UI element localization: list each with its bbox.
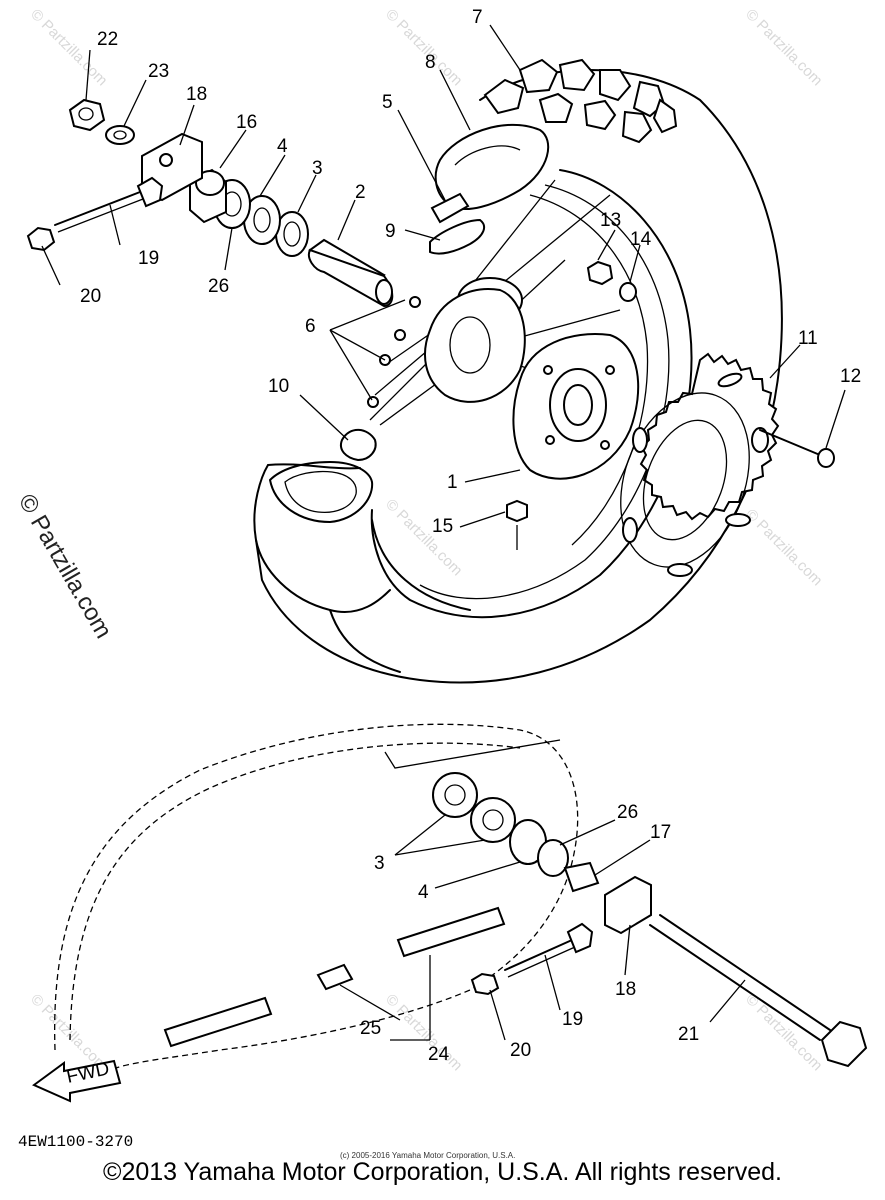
axle-collar xyxy=(308,238,394,308)
callout-5: 5 xyxy=(382,92,393,113)
rim-band xyxy=(340,428,377,462)
callout-3-top: 3 xyxy=(312,158,323,179)
callout-12: 12 xyxy=(840,366,861,387)
watermark-4: © Partzilla.com xyxy=(382,496,465,579)
callout-19-top: 19 xyxy=(138,248,159,269)
fwd-arrow: FWD xyxy=(32,1058,122,1103)
rim-band-and-valve xyxy=(429,192,486,255)
fine-print: (c) 2005-2016 Yamaha Motor Corporation, … xyxy=(340,1151,515,1160)
callout-9: 9 xyxy=(385,221,396,242)
adjuster-bolt-bottom xyxy=(470,922,594,996)
sprocket-nut xyxy=(506,499,528,550)
callout-24: 24 xyxy=(428,1044,450,1065)
watermark-8: © Partzilla.com xyxy=(742,991,825,1074)
adjuster-bolt-top xyxy=(26,176,164,252)
hub-nut-and-washer xyxy=(586,260,637,302)
callout-18-top: 18 xyxy=(186,84,207,105)
copyright-notice: ©2013 Yamaha Motor Corporation, U.S.A. A… xyxy=(103,1158,782,1186)
callout-20-bottom: 20 xyxy=(510,1040,531,1061)
callout-19-bottom: 19 xyxy=(562,1009,583,1030)
rear-sprocket xyxy=(620,352,780,577)
callout-14: 14 xyxy=(630,229,652,250)
callout-17: 17 xyxy=(650,822,671,843)
sprocket-bolt xyxy=(759,429,835,468)
callout-15: 15 xyxy=(432,516,453,537)
callout-11: 11 xyxy=(798,328,818,349)
leader-lines xyxy=(41,24,846,1041)
rear-axle xyxy=(649,914,868,1068)
watermark-2: © Partzilla.com xyxy=(382,6,465,89)
callout-4-top: 4 xyxy=(277,136,288,157)
callout-22: 22 xyxy=(97,29,118,50)
callout-23: 23 xyxy=(148,61,169,82)
callout-25: 25 xyxy=(360,1018,381,1039)
callout-2: 2 xyxy=(355,182,366,203)
callout-8: 8 xyxy=(425,52,436,73)
rear-hub xyxy=(424,277,526,403)
callout-16: 16 xyxy=(236,112,257,133)
side-watermark: © Partzilla.com xyxy=(13,490,117,644)
callout-26-top: 26 xyxy=(208,276,229,297)
callout-10: 10 xyxy=(268,376,289,397)
left-side-hardware xyxy=(68,98,309,257)
watermark-5: © Partzilla.com xyxy=(742,506,825,589)
inner-tube xyxy=(434,123,550,210)
tread-knobs xyxy=(483,58,678,144)
callout-6: 6 xyxy=(305,316,316,337)
drive-chain xyxy=(54,723,579,1071)
callout-3-bottom: 3 xyxy=(374,853,385,874)
callout-26-bottom: 26 xyxy=(617,802,638,823)
part-code: 4EW1100-3270 xyxy=(18,1133,133,1151)
callout-21: 21 xyxy=(678,1024,699,1045)
right-side-hardware xyxy=(432,772,652,935)
callout-18-bottom: 18 xyxy=(615,979,636,1000)
sprocket-hub xyxy=(512,333,640,480)
watermark-7: © Partzilla.com xyxy=(382,991,465,1074)
callout-numbers: 22 23 18 16 4 3 2 26 19 20 5 8 7 9 13 14… xyxy=(80,7,861,1065)
callout-7: 7 xyxy=(472,7,483,28)
callout-20-top: 20 xyxy=(80,286,101,307)
callout-1: 1 xyxy=(447,472,458,493)
watermark-3: © Partzilla.com xyxy=(742,6,825,89)
tire-illustration xyxy=(253,58,783,684)
callout-4-bottom: 4 xyxy=(418,882,429,903)
callout-13: 13 xyxy=(600,210,621,231)
